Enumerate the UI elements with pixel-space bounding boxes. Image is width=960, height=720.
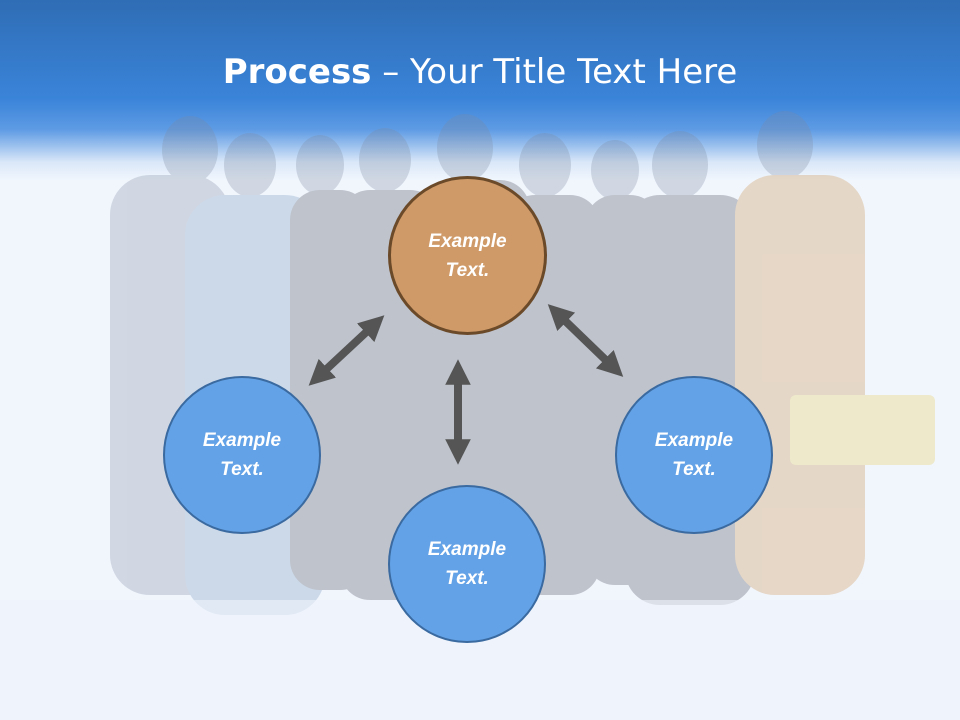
node-right-line1: Example xyxy=(654,430,734,451)
title-bold: Process xyxy=(222,52,372,92)
node-right-line2: Text. xyxy=(672,459,716,480)
node-left-line2: Text. xyxy=(220,459,264,480)
node-bottom-line2: Text. xyxy=(445,568,489,589)
arrow-top-right xyxy=(547,304,624,377)
header-banner xyxy=(0,0,960,180)
node-bottom-line1: Example xyxy=(427,539,507,560)
node-left-line1: Example xyxy=(202,430,282,451)
page-title: Process – Your Title Text Here xyxy=(0,52,960,92)
node-top-line1: Example xyxy=(428,230,507,252)
node-top-line2: Text. xyxy=(445,259,490,281)
title-rest: – Your Title Text Here xyxy=(371,52,738,92)
arrow-top-left xyxy=(308,315,385,386)
